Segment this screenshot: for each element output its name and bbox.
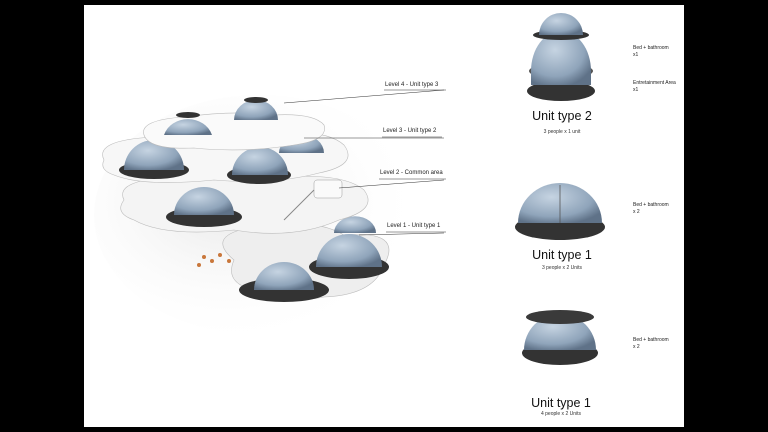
presentation-board: Level 4 - Unit type 3 Level 3 - Unit typ… [84, 5, 684, 427]
unit-type-1a-title: Unit type 1 [532, 248, 592, 262]
unit-type-1a-subtitle: 3 people x 2 Units [541, 265, 583, 271]
level-1-label: Level 1 - Unit type 1 [387, 223, 441, 229]
leader-lines [283, 89, 444, 236]
unit-type-1b-title: Unit type 1 [531, 396, 591, 410]
level-4-label: Level 4 - Unit type 3 [385, 82, 439, 88]
level-3-label: Level 3 - Unit type 2 [383, 128, 437, 134]
unit-type-1b-model [522, 310, 598, 365]
unit-type-1a-model [515, 183, 605, 240]
stacked-habitat-illustration [94, 89, 444, 335]
unit-type-1b-subtitle: 4 people x 2 Units [540, 411, 582, 417]
unit-type-2-model [527, 13, 595, 101]
level-4-slab [143, 97, 325, 151]
unit-type-2-subtitle: 3 people x 1 unit [543, 129, 581, 135]
level-2-label: Level 2 - Common area [380, 170, 443, 176]
unit-type-2-title: Unit type 2 [532, 109, 592, 123]
level-1-slab [197, 216, 390, 302]
